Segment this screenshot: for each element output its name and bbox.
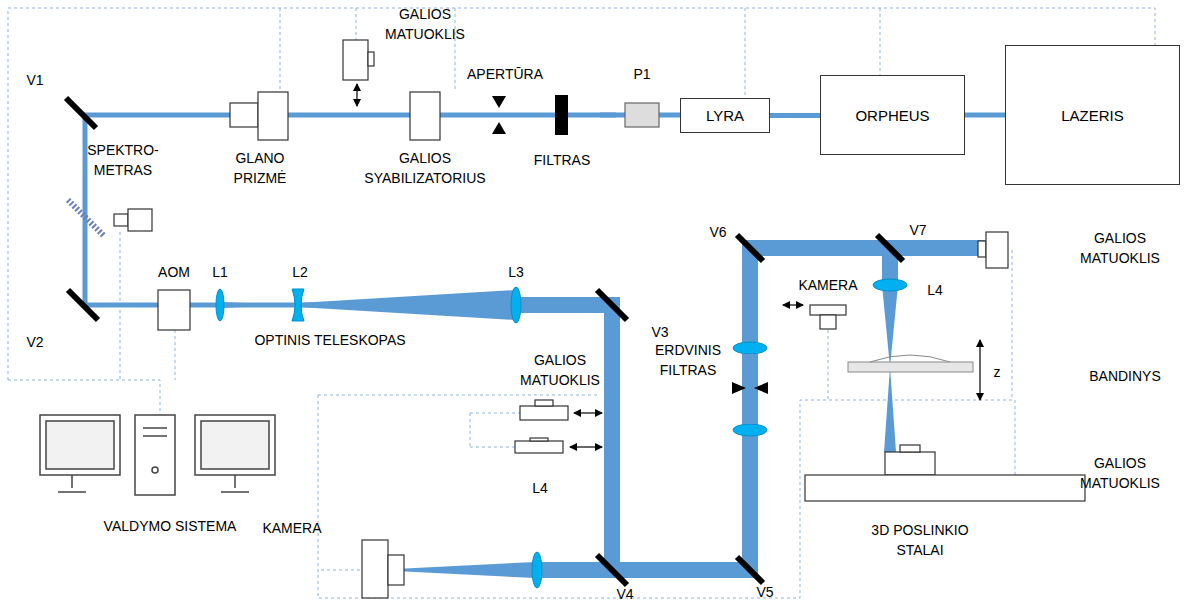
part-label: GLANO PRIZMĖ (220, 148, 300, 189)
device-box: LYRA (680, 98, 770, 133)
part-label: KAMERA (798, 275, 857, 295)
part-label: P1 (633, 64, 650, 84)
lens (216, 279, 907, 588)
part-label: KAMERA (262, 518, 321, 538)
part-label: GALIOS MATUOKLIS (510, 350, 610, 391)
move-arrow (783, 304, 803, 305)
part-label: 3D POSLINKIO STALAI (860, 520, 980, 561)
laser-beam (770, 113, 820, 118)
part-label: SPEKTRO- METRAS (83, 140, 163, 181)
part-label: VALDYMO SISTEMA (104, 516, 237, 536)
part-label: GALIOS MATUOKLIS (1065, 228, 1175, 269)
move-arrow (356, 84, 357, 106)
glan-prism (230, 92, 288, 140)
sample (848, 362, 973, 372)
translation-stage (805, 445, 1085, 501)
part-label: L4 (532, 478, 548, 498)
mirror (66, 98, 903, 585)
part-label: z (994, 362, 1001, 382)
part-label: APERTŪRA (467, 64, 543, 84)
part-label: V5 (756, 582, 773, 602)
beam-cone (742, 354, 758, 424)
part-label: L3 (508, 262, 524, 282)
power-meter (978, 232, 1008, 268)
part-label: OPTINIS TELESKOPAS (254, 330, 405, 350)
part-label: V3 (651, 322, 668, 342)
power-meter (343, 40, 374, 80)
part-label: GALIOS MATUOKLIS (370, 4, 480, 45)
part-label: V4 (616, 584, 633, 604)
control-wire (8, 8, 1155, 598)
part-label: BANDINYS (1089, 366, 1161, 386)
z-arrow (979, 340, 980, 400)
laser-beam (85, 115, 985, 570)
device-box: ORPHEUS (820, 75, 965, 155)
part-label: V6 (709, 222, 726, 242)
part-label: ERDVINIS FILTRAS (648, 340, 728, 381)
laser-beam (965, 113, 1005, 118)
aperture (492, 96, 506, 134)
aom (158, 290, 190, 330)
device-name: LAZERIS (1061, 107, 1124, 124)
computer (40, 415, 275, 495)
camera (362, 540, 404, 598)
part-label: L2 (292, 262, 308, 282)
move-arrow (574, 412, 602, 413)
part-label: V1 (26, 70, 43, 90)
spectrometer (114, 209, 152, 231)
beam-splitter (68, 200, 104, 236)
device-box: LAZERIS (1005, 45, 1180, 185)
beam-cone (220, 285, 898, 578)
part-label: L4 (927, 280, 943, 300)
part-label: GALIOS MATUOKLIS (1065, 453, 1175, 494)
device-name: ORPHEUS (855, 107, 929, 124)
power-stabilizer (410, 92, 440, 140)
part-label: L1 (212, 262, 228, 282)
pinhole (732, 382, 768, 394)
part-label: FILTRAS (534, 150, 591, 170)
part-label: AOM (158, 262, 190, 282)
part-label: V7 (909, 220, 926, 240)
power-meter (515, 400, 568, 453)
device-name: LYRA (706, 107, 744, 124)
sample-surface (870, 355, 950, 362)
camera (810, 305, 846, 329)
part-label: V2 (26, 332, 43, 352)
move-arrow (570, 446, 602, 447)
part-label: GALIOS SYABILIZATORIUS (350, 148, 500, 189)
filter (555, 95, 568, 135)
polarizer-p1 (625, 103, 659, 127)
